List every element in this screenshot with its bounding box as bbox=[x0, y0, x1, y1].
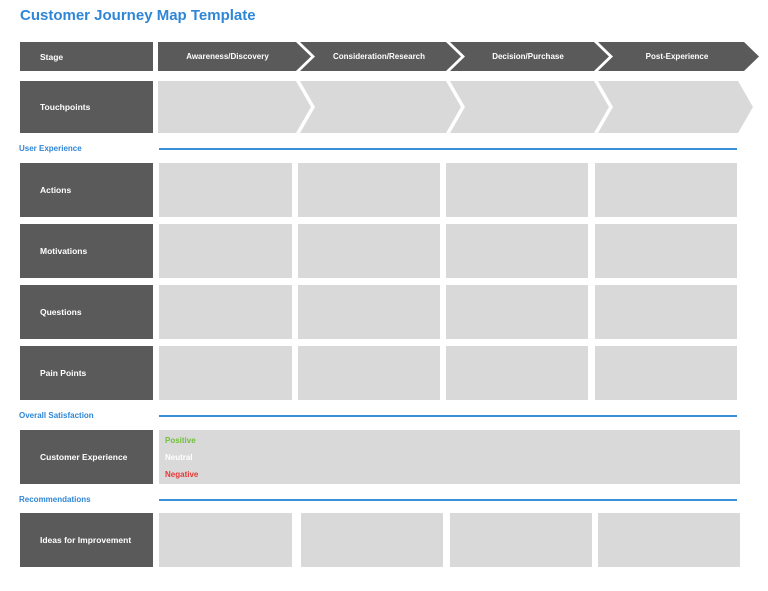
section-recommendations: Recommendations bbox=[19, 495, 91, 504]
motivations-cell-4[interactable] bbox=[595, 224, 737, 278]
touchpoint-chevron-4 bbox=[598, 81, 753, 133]
satisfaction-neutral: Neutral bbox=[165, 453, 193, 462]
touchpoint-chevron-2 bbox=[300, 81, 461, 133]
pain-points-cell-3[interactable] bbox=[446, 346, 588, 400]
questions-cell-2[interactable] bbox=[298, 285, 440, 339]
row-label-pain-points: Pain Points bbox=[20, 346, 153, 400]
row-label-ideas: Ideas for Improvement bbox=[20, 513, 153, 567]
stage-name-awareness: Awareness/Discovery bbox=[186, 52, 269, 61]
stage-chevron-awareness bbox=[158, 42, 311, 71]
pain-points-cell-2[interactable] bbox=[298, 346, 440, 400]
section-user-experience: User Experience bbox=[19, 144, 82, 153]
stage-chevron-post bbox=[598, 42, 759, 71]
row-label-customer-experience: Customer Experience bbox=[20, 430, 153, 484]
pain-points-cell-1[interactable] bbox=[159, 346, 292, 400]
section-rule bbox=[159, 148, 737, 150]
page-title: Customer Journey Map Template bbox=[20, 7, 256, 24]
stage-label: Stage bbox=[20, 42, 153, 71]
questions-cell-3[interactable] bbox=[446, 285, 588, 339]
touchpoint-chevron-1 bbox=[158, 81, 311, 133]
stage-name-decision: Decision/Purchase bbox=[492, 52, 564, 61]
actions-cell-4[interactable] bbox=[595, 163, 737, 217]
touchpoints-label: Touchpoints bbox=[20, 81, 153, 133]
section-rule bbox=[159, 415, 737, 417]
stage-chevron-consideration bbox=[300, 42, 461, 71]
row-label-questions: Questions bbox=[20, 285, 153, 339]
ideas-cell-1[interactable] bbox=[159, 513, 292, 567]
motivations-cell-2[interactable] bbox=[298, 224, 440, 278]
ideas-cell-4[interactable] bbox=[598, 513, 740, 567]
section-rule bbox=[159, 499, 737, 501]
ideas-cell-2[interactable] bbox=[301, 513, 443, 567]
touchpoint-chevron-3 bbox=[450, 81, 609, 133]
stage-chevron-decision bbox=[450, 42, 609, 71]
questions-cell-4[interactable] bbox=[595, 285, 737, 339]
questions-cell-1[interactable] bbox=[159, 285, 292, 339]
section-overall-satisfaction: Overall Satisfaction bbox=[19, 411, 94, 420]
row-label-actions: Actions bbox=[20, 163, 153, 217]
stage-name-consideration: Consideration/Research bbox=[332, 52, 426, 61]
satisfaction-negative: Negative bbox=[165, 470, 199, 479]
customer-experience-cell[interactable] bbox=[159, 430, 740, 484]
actions-cell-1[interactable] bbox=[159, 163, 292, 217]
motivations-cell-1[interactable] bbox=[159, 224, 292, 278]
actions-cell-2[interactable] bbox=[298, 163, 440, 217]
stage-name-post: Post-Experience bbox=[645, 52, 709, 61]
pain-points-cell-4[interactable] bbox=[595, 346, 737, 400]
actions-cell-3[interactable] bbox=[446, 163, 588, 217]
satisfaction-positive: Positive bbox=[165, 436, 196, 445]
ideas-cell-3[interactable] bbox=[450, 513, 592, 567]
row-label-motivations: Motivations bbox=[20, 224, 153, 278]
motivations-cell-3[interactable] bbox=[446, 224, 588, 278]
